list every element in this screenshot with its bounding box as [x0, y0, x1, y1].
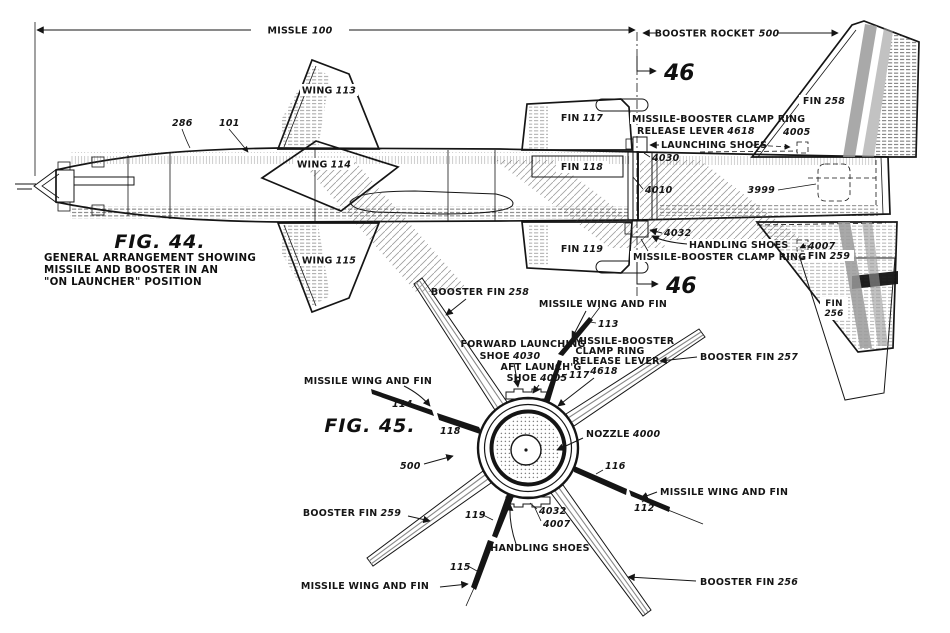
fwd-shoe-line2: SHOE4030 — [480, 351, 541, 362]
fin-258-label: FIN258 — [803, 96, 845, 107]
handling-shoes-label-45: HANDLING SHOES — [490, 543, 589, 554]
label-500: 500 — [400, 461, 421, 472]
missile-wing-fin-right-label: MISSILE WING AND FIN — [660, 487, 788, 498]
booster-fin-258-label: BOOSTER FIN258 — [431, 287, 529, 298]
fig45-number: FIG. 45. — [324, 415, 415, 437]
label-4007-45: 4007 — [542, 519, 571, 530]
fig45-group: FIG. 45. BOOSTER FIN258 MISSILE WING AND… — [301, 278, 798, 616]
dim-missile-label: MISSLE100 — [268, 26, 333, 37]
section-marker-bottom: 46 — [637, 262, 697, 299]
fin-256-label-line2: 256 — [824, 309, 843, 319]
aft-shoe-line2: SHOE4005 — [507, 373, 568, 384]
label-119: 119 — [465, 510, 486, 521]
fin-117-label: FIN117 — [561, 113, 603, 124]
label-4032-45: 4032 — [538, 506, 567, 517]
booster-fin-257-label: BOOSTER FIN257 — [700, 352, 798, 363]
dim-booster-label: BOOSTER ROCKET500 — [655, 29, 780, 40]
clamp-bottom-label: MISSILE-BOOSTER CLAMP RING — [633, 252, 806, 263]
fig44-number: FIG. 44. — [114, 231, 205, 253]
handling-shoes-label-44: HANDLING SHOES — [689, 240, 788, 251]
label-112: 112 — [634, 503, 655, 514]
wing-114-label: WING114 — [297, 160, 351, 171]
fin-259-label: FIN259 — [808, 251, 850, 262]
clamp-top-line1: MISSILE-BOOSTER CLAMP RING — [632, 114, 805, 125]
label-4010: 4010 — [644, 185, 673, 196]
label-4030: 4030 — [651, 153, 680, 164]
missile-wing-fin-bottom-label: MISSILE WING AND FIN — [301, 581, 429, 592]
label-4007-44: 4007 — [807, 241, 836, 252]
fig44-caption-line3: "ON LAUNCHER" POSITION — [44, 276, 202, 288]
label-114: 114 — [392, 399, 413, 410]
label-115: 115 — [450, 562, 471, 573]
wing-115-label: WING115 — [302, 256, 356, 267]
fig44-caption-line1: GENERAL ARRANGEMENT SHOWING — [44, 252, 256, 264]
wing-113: WING113 — [278, 60, 379, 149]
label-286: 286 — [172, 118, 193, 129]
clamp-top-line2: RELEASE LEVER4618 — [637, 126, 755, 137]
label-101: 101 — [219, 118, 240, 129]
section-marker-top: 46 — [637, 56, 695, 86]
missile-wing-fin-top-label: MISSILE WING AND FIN — [539, 299, 667, 310]
fig44-callouts: 286 101 MISSILE-BOOSTER CLAMP RING RELEA… — [172, 113, 836, 263]
nozzle-label: NOZZLE4000 — [586, 429, 660, 440]
wing-113-label: WING113 — [302, 86, 356, 97]
label-3999: 3999 — [748, 185, 776, 196]
booster-fin-256-label: BOOSTER FIN256 — [700, 577, 798, 588]
fin-118-label: FIN118 — [561, 162, 603, 173]
missile-wing-fin-left-label: MISSILE WING AND FIN — [304, 376, 432, 387]
label-113: 113 — [598, 319, 619, 330]
fin-119-label: FIN119 — [561, 244, 603, 255]
section-46-top: 46 — [663, 61, 695, 86]
booster-fin-259-label: BOOSTER FIN259 — [303, 508, 401, 519]
booster-fin-258-side: FIN258 — [752, 21, 919, 157]
label-117: 117 — [569, 370, 590, 381]
fig44-caption-line2: MISSILE AND BOOSTER IN AN — [44, 264, 218, 276]
fig44-caption: FIG. 44. GENERAL ARRANGEMENT SHOWING MIS… — [44, 231, 256, 288]
mb-num: 4618 — [589, 366, 618, 377]
wing-115: WING115 — [278, 223, 379, 312]
fin-117: FIN117 — [522, 99, 648, 150]
fin-256-label-line1: FIN — [825, 299, 842, 309]
fwd-shoe-line1: FORWARD LAUNCHING — [460, 339, 585, 350]
label-116: 116 — [605, 461, 626, 472]
launching-shoes-label: LAUNCHING SHOES — [661, 140, 767, 151]
label-4005: 4005 — [782, 127, 811, 138]
label-4032: 4032 — [663, 228, 692, 239]
section-46-bottom: 46 — [665, 274, 697, 299]
